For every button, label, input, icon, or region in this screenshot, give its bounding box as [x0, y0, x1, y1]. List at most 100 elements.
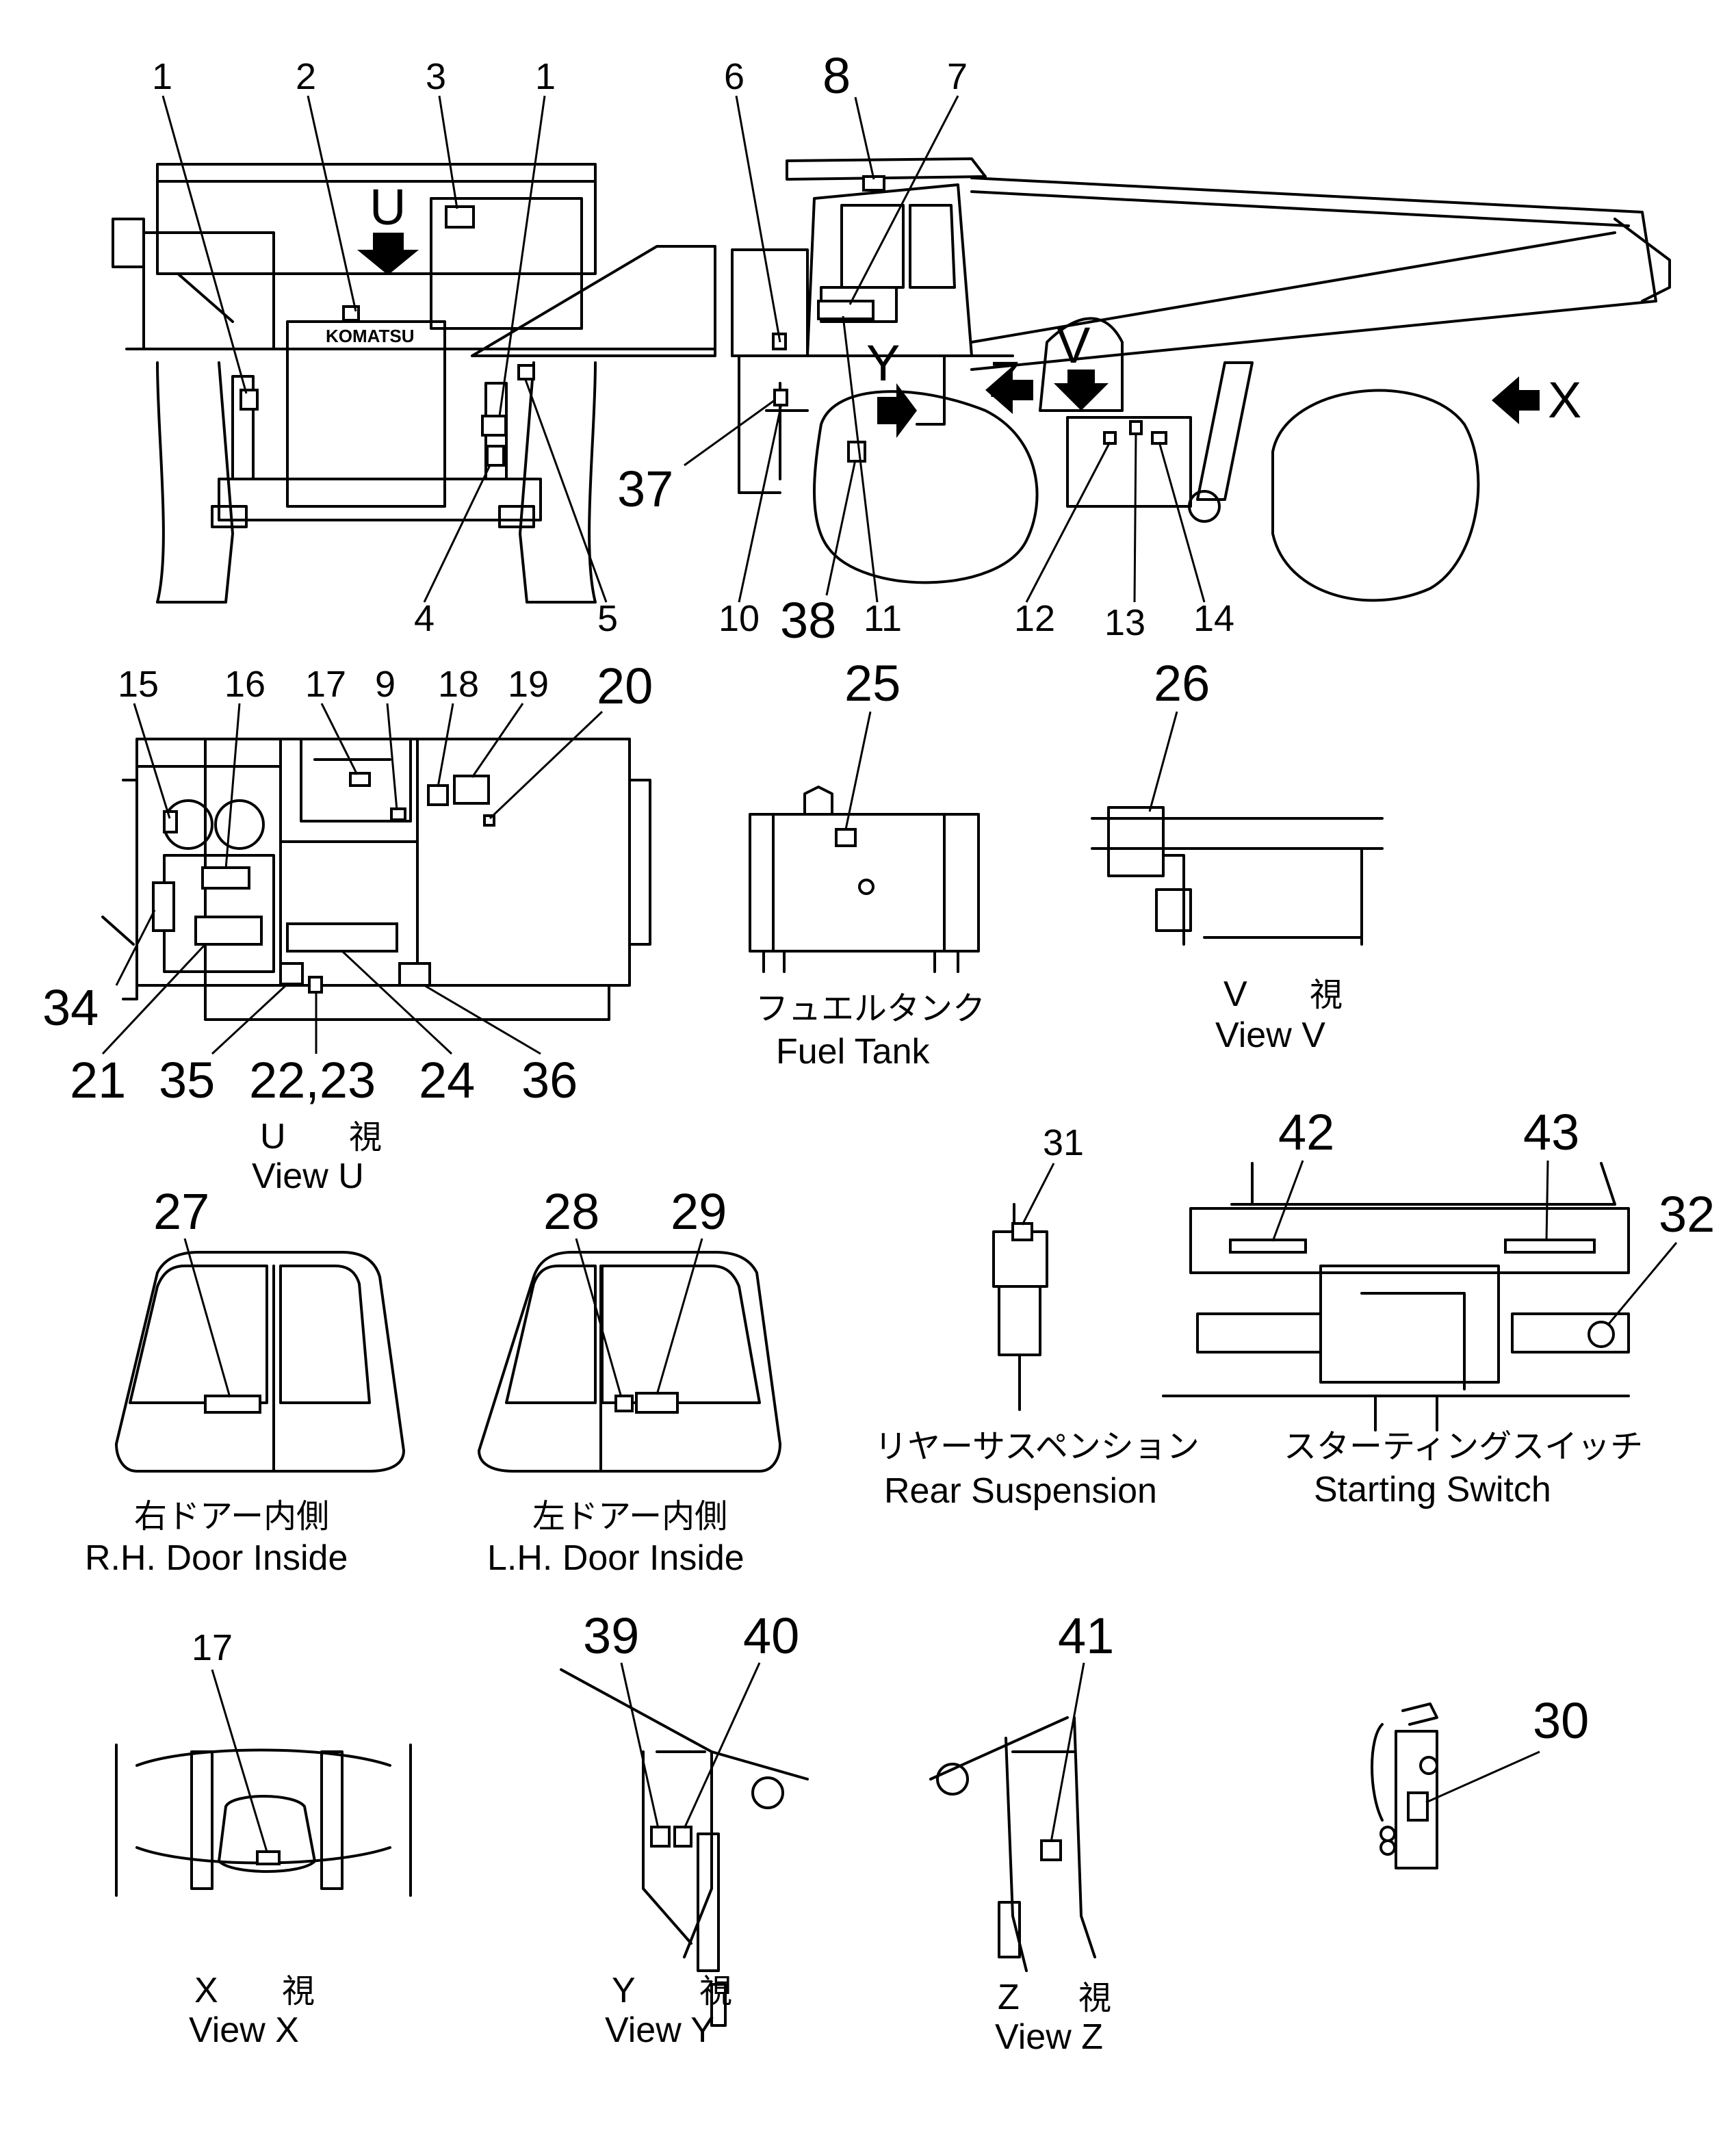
view-v-caption: View V: [1215, 1015, 1325, 1055]
starting-switch-jp: スターティングスイッチ: [1284, 1427, 1643, 1466]
callout-32: 32: [1659, 1186, 1715, 1243]
callout-31: 31: [1043, 1122, 1084, 1163]
leader-31: [1021, 1163, 1055, 1226]
callout-24: 24: [419, 1052, 475, 1109]
callout-42: 42: [1278, 1104, 1334, 1161]
rear-suspension-caption: Rear Suspension: [884, 1471, 1157, 1511]
view-v-drawing: [1091, 806, 1384, 946]
starting-switch-caption: Starting Switch: [1314, 1470, 1551, 1510]
callout-17x: 17: [192, 1627, 233, 1668]
callout-27: 27: [153, 1183, 209, 1240]
extinguisher-drawing: [1371, 1702, 1438, 1869]
view-x-caption: View X: [189, 2010, 299, 2050]
callout-37: 37: [617, 461, 673, 517]
view-x-jp-kanji: 視: [282, 1972, 315, 2010]
callout-11: 11: [864, 598, 902, 639]
fuel-tank-drawing: [749, 786, 980, 973]
callout-34: 34: [42, 979, 99, 1036]
callout-43: 43: [1523, 1104, 1579, 1161]
lh-door-drawing: [478, 1251, 781, 1473]
leader-30: [1425, 1750, 1540, 1804]
leader-25: [844, 711, 872, 830]
callout-1a: 1: [152, 56, 172, 97]
callout-25: 25: [844, 655, 901, 712]
callout-26: 26: [1154, 655, 1210, 712]
lh-door-jp: 左ドアー内側: [532, 1497, 727, 1536]
view-y-jp-letter: Y: [612, 1971, 636, 2010]
rh-door-drawing: [115, 1251, 405, 1473]
fuel-tank-caption: Fuel Tank: [776, 1032, 931, 1072]
view-y-drawing: [560, 1668, 809, 2027]
view-u-jp-letter: U: [260, 1117, 286, 1156]
callout-41: 41: [1058, 1607, 1114, 1664]
view-x-drawing: [115, 1744, 412, 1897]
view-u-drawing: [101, 738, 651, 1021]
view-arrow-u: U: [370, 179, 406, 235]
rear-suspension-jp: リヤーサスペンション: [875, 1427, 1200, 1466]
rh-door-caption: R.H. Door Inside: [85, 1538, 348, 1578]
view-u-leader-lines: [101, 703, 604, 1055]
leader-41: [1050, 1662, 1085, 1843]
view-y-jp-kanji: 視: [699, 1972, 732, 2010]
callout-28: 28: [543, 1183, 599, 1240]
view-u-caption: View U: [252, 1156, 364, 1196]
fuel-tank-jp: フュエルタンク: [755, 989, 985, 1028]
starting-switch-leader-lines: [1271, 1160, 1678, 1325]
callout-38: 38: [780, 592, 836, 649]
view-z-caption: View Z: [995, 2017, 1103, 2057]
truck-front-view: [112, 163, 716, 604]
view-x-jp-letter: X: [194, 1971, 218, 2010]
callout-1b: 1: [535, 56, 556, 97]
callout-15: 15: [118, 664, 159, 705]
view-u-jp-kanji: 視: [349, 1118, 382, 1156]
callout-19: 19: [508, 664, 549, 705]
callout-12: 12: [1014, 598, 1055, 639]
side-leader-lines: [684, 95, 1206, 603]
callout-29: 29: [671, 1183, 727, 1240]
callout-2: 2: [296, 56, 316, 97]
lh-door-leader-lines: [575, 1238, 703, 1398]
rear-suspension-drawing: [992, 1203, 1048, 1411]
callout-20: 20: [597, 658, 653, 714]
callout-14: 14: [1193, 598, 1234, 639]
callout-16: 16: [224, 664, 265, 705]
view-arrow-x: X: [1548, 372, 1581, 428]
callout-36: 36: [521, 1052, 578, 1109]
callout-3: 3: [426, 56, 446, 97]
leader-17x: [211, 1669, 268, 1852]
callout-7: 7: [947, 56, 968, 97]
callout-30: 30: [1533, 1692, 1589, 1749]
view-arrow-z: Z: [989, 351, 1020, 408]
callout-6: 6: [724, 56, 744, 97]
callout-10: 10: [718, 598, 760, 639]
callout-40: 40: [743, 1607, 799, 1664]
view-arrow-y: Y: [866, 335, 900, 391]
callout-8: 8: [822, 47, 851, 104]
callout-22-23: 22,23: [249, 1052, 376, 1109]
view-z-jp-kanji: 視: [1078, 1979, 1111, 2017]
view-arrow-v: V: [1057, 317, 1091, 374]
leader-26: [1148, 711, 1178, 812]
lh-door-caption: L.H. Door Inside: [487, 1538, 744, 1578]
view-y-caption: View Y: [605, 2010, 714, 2050]
front-leader-lines: [161, 95, 608, 603]
callout-4: 4: [414, 598, 435, 639]
callout-35: 35: [159, 1052, 215, 1109]
view-z-jp-letter: Z: [998, 1978, 1020, 2017]
leader-27: [183, 1238, 231, 1398]
callout-39: 39: [583, 1607, 639, 1664]
callout-9: 9: [375, 664, 396, 705]
view-z-drawing: [929, 1716, 1096, 1972]
truck-side-view: [731, 157, 1671, 602]
callout-5: 5: [597, 598, 618, 639]
view-v-jp-kanji: 視: [1310, 976, 1343, 1014]
callout-21: 21: [70, 1052, 126, 1109]
view-v-jp-letter: V: [1223, 974, 1247, 1014]
komatsu-label: KOMATSU: [326, 326, 415, 346]
starting-switch-drawing: [1162, 1162, 1630, 1432]
callout-18: 18: [438, 664, 479, 705]
callout-17: 17: [305, 664, 346, 705]
callout-13: 13: [1104, 602, 1145, 643]
rh-door-jp: 右ドアー内側: [134, 1497, 329, 1536]
